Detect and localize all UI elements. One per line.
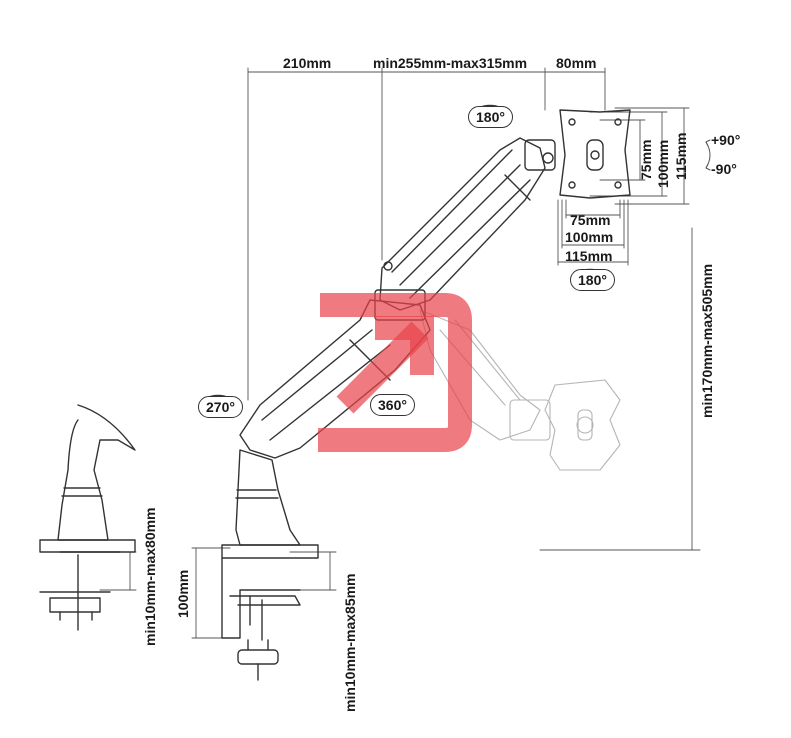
- arm-reach-label: 210mm: [283, 55, 332, 71]
- clamp-height-label: 100mm: [175, 569, 191, 618]
- tilt-up-label: +90°: [711, 132, 741, 148]
- desk-clamp: [221, 557, 301, 681]
- grommet-mount: [39, 404, 136, 631]
- clamp-range-label: min10mm-max85mm: [342, 573, 358, 712]
- arm-lower-position: [419, 309, 621, 471]
- arm-upper-section: [379, 137, 556, 311]
- arm-extension-label: min255mm-max315mm: [373, 55, 528, 71]
- arrow-into-box-logo: [318, 293, 472, 452]
- vesa-h-100-label: 100mm: [565, 229, 614, 245]
- vesa-v-115-label: 115mm: [673, 132, 689, 180]
- vesa-v-100-label: 100mm: [655, 139, 671, 188]
- screen-rotation-label: 180°: [570, 269, 615, 291]
- arm-column: [221, 449, 319, 559]
- tilt-down-label: -90°: [711, 161, 737, 177]
- head-swivel-label: 180°: [468, 106, 513, 128]
- vesa-h-75-label: 75mm: [570, 212, 611, 228]
- vesa-h-115-label: 115mm: [565, 248, 613, 264]
- vesa-plate: [559, 109, 631, 199]
- arm-rotation-label: 360°: [370, 394, 415, 416]
- base-rotation-label: 270°: [198, 396, 243, 418]
- vesa-v-75-label: 75mm: [638, 139, 654, 180]
- grommet-range-label: min10mm-max80mm: [142, 507, 158, 646]
- head-offset-label: 80mm: [556, 55, 597, 71]
- tilt-arc-icon: [705, 139, 711, 171]
- height-range-label: min170mm-max505mm: [699, 263, 715, 418]
- dimension-lines: [99, 67, 701, 639]
